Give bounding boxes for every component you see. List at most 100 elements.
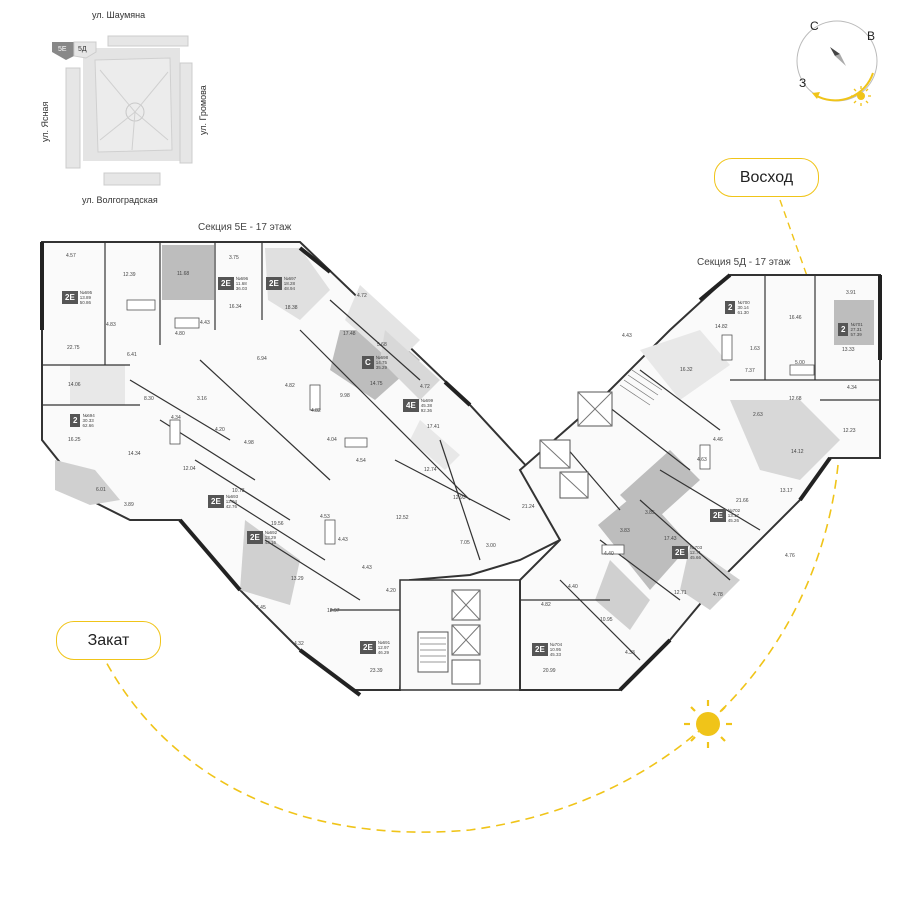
room-area-label: 14.34 <box>128 451 141 457</box>
apartment-type: С <box>362 356 374 369</box>
room-area-label: 12.23 <box>843 428 856 434</box>
room-area-label: 4.20 <box>386 588 396 594</box>
room-area-label: 3.89 <box>124 502 134 508</box>
room-area-label: 4.72 <box>357 293 367 299</box>
room-area-label: 3.00 <box>486 543 496 549</box>
site-minimap: 5Е 5Д <box>52 35 193 186</box>
apartment-type: 2Е <box>266 277 282 290</box>
room-area-label: 4.45 <box>256 605 266 611</box>
sun-icon <box>851 86 871 106</box>
room-area-label: 12.52 <box>396 515 409 521</box>
room-area-label: 17.48 <box>343 331 356 337</box>
apartment-total-area: 61.30 <box>737 310 749 315</box>
apartment-number: №698 <box>375 355 389 360</box>
compass-east-label: В <box>867 29 876 43</box>
room-area-label: 6.94 <box>257 356 267 362</box>
room-area-label: 4.82 <box>285 383 295 389</box>
room-area-label: 4.43 <box>362 565 372 571</box>
room-area-label: 4.78 <box>713 592 723 598</box>
room-area-label: 4.76 <box>785 553 795 559</box>
central-core <box>399 579 521 691</box>
minimap-section-5e: 5Е <box>58 46 67 53</box>
apartment-total-area: 45.66 <box>689 555 702 560</box>
room-area-label: 1.63 <box>750 346 760 352</box>
apartment-number: №693 <box>225 494 239 499</box>
room-area-label: 16.34 <box>229 304 242 310</box>
room-area-label: 8.30 <box>144 396 154 402</box>
room-area-label: 17.43 <box>664 536 677 542</box>
room-area-label: 4.98 <box>244 440 254 446</box>
room-area-label: 4.43 <box>338 537 348 543</box>
apartment-number: №702 <box>727 508 741 513</box>
apartment-number: №696 <box>235 276 249 281</box>
apartment-type: 2 <box>725 301 736 314</box>
room-area-label: 14.06 <box>68 382 81 388</box>
apartment-number: №691 <box>377 640 391 645</box>
room-area-label: 14.12 <box>791 449 804 455</box>
room-area-label: 4.43 <box>200 320 210 326</box>
building-section-5d <box>518 273 882 692</box>
room-area-label: 4.20 <box>215 427 225 433</box>
apartment-living-area: 18.28 <box>283 281 296 286</box>
apartment-number: №692 <box>264 530 278 535</box>
apartment-number: №699 <box>420 398 434 403</box>
room-area-label: 4.34 <box>171 415 181 421</box>
compass-needle-south <box>835 54 846 66</box>
room-area-label: 14.82 <box>715 324 728 330</box>
room-area-label: 13.33 <box>842 347 855 353</box>
room-area-label: 2.63 <box>753 412 763 418</box>
room-area-label: 3.85 <box>645 510 655 516</box>
room-area-label: 17.41 <box>427 424 440 430</box>
room-area-label: 4.53 <box>320 514 330 520</box>
room-area-label: 4.04 <box>327 437 337 443</box>
room-area-label: 9.98 <box>340 393 350 399</box>
apartment-living-area: 13.17 <box>727 513 740 518</box>
apartment-type: 2Е <box>62 291 78 304</box>
room-area-label: 13.29 <box>291 576 304 582</box>
sun-path-arc <box>104 464 839 833</box>
apartment-total-area: 62.66 <box>82 423 94 428</box>
compass-north-label: С <box>810 19 819 33</box>
apartment-total-area: 43.16 <box>264 540 277 545</box>
room-area-label: 3.75 <box>229 255 239 261</box>
room-area-label: 4.46 <box>713 437 723 443</box>
room-area-label: 12.93 <box>453 495 466 501</box>
apartment-number: №703 <box>689 545 703 550</box>
room-area-label: 5.00 <box>795 360 805 366</box>
apartment-type: 2Е <box>672 546 688 559</box>
room-area-label: 6.01 <box>96 487 106 493</box>
apartment-total-area: 45.26 <box>727 518 740 523</box>
room-area-label: 4.43 <box>622 333 632 339</box>
room-area-label: 16.32 <box>680 367 693 373</box>
apartment-living-area: 27.31 <box>850 327 862 332</box>
apartment-number: №700 <box>737 300 750 305</box>
apartment-total-area: 46.29 <box>377 650 390 655</box>
room-area-label: 19.56 <box>271 521 284 527</box>
apartment-total-area: 42.76 <box>225 504 238 509</box>
apartment-living-area: 13.89 <box>79 295 92 300</box>
apartment-living-area: 30.33 <box>82 418 94 423</box>
street-label-south: ул. Волгоградская <box>82 195 158 205</box>
room-area-label: 12.74 <box>424 467 437 473</box>
apartment-total-area: 36.03 <box>235 286 248 291</box>
sunset-sun-icon <box>684 700 732 748</box>
room-area-label: 12.39 <box>123 272 136 278</box>
apartment-living-area: 14.75 <box>375 360 388 365</box>
apartment-number: №701 <box>850 322 863 327</box>
street-label-north: ул. Шаумяна <box>92 10 146 20</box>
